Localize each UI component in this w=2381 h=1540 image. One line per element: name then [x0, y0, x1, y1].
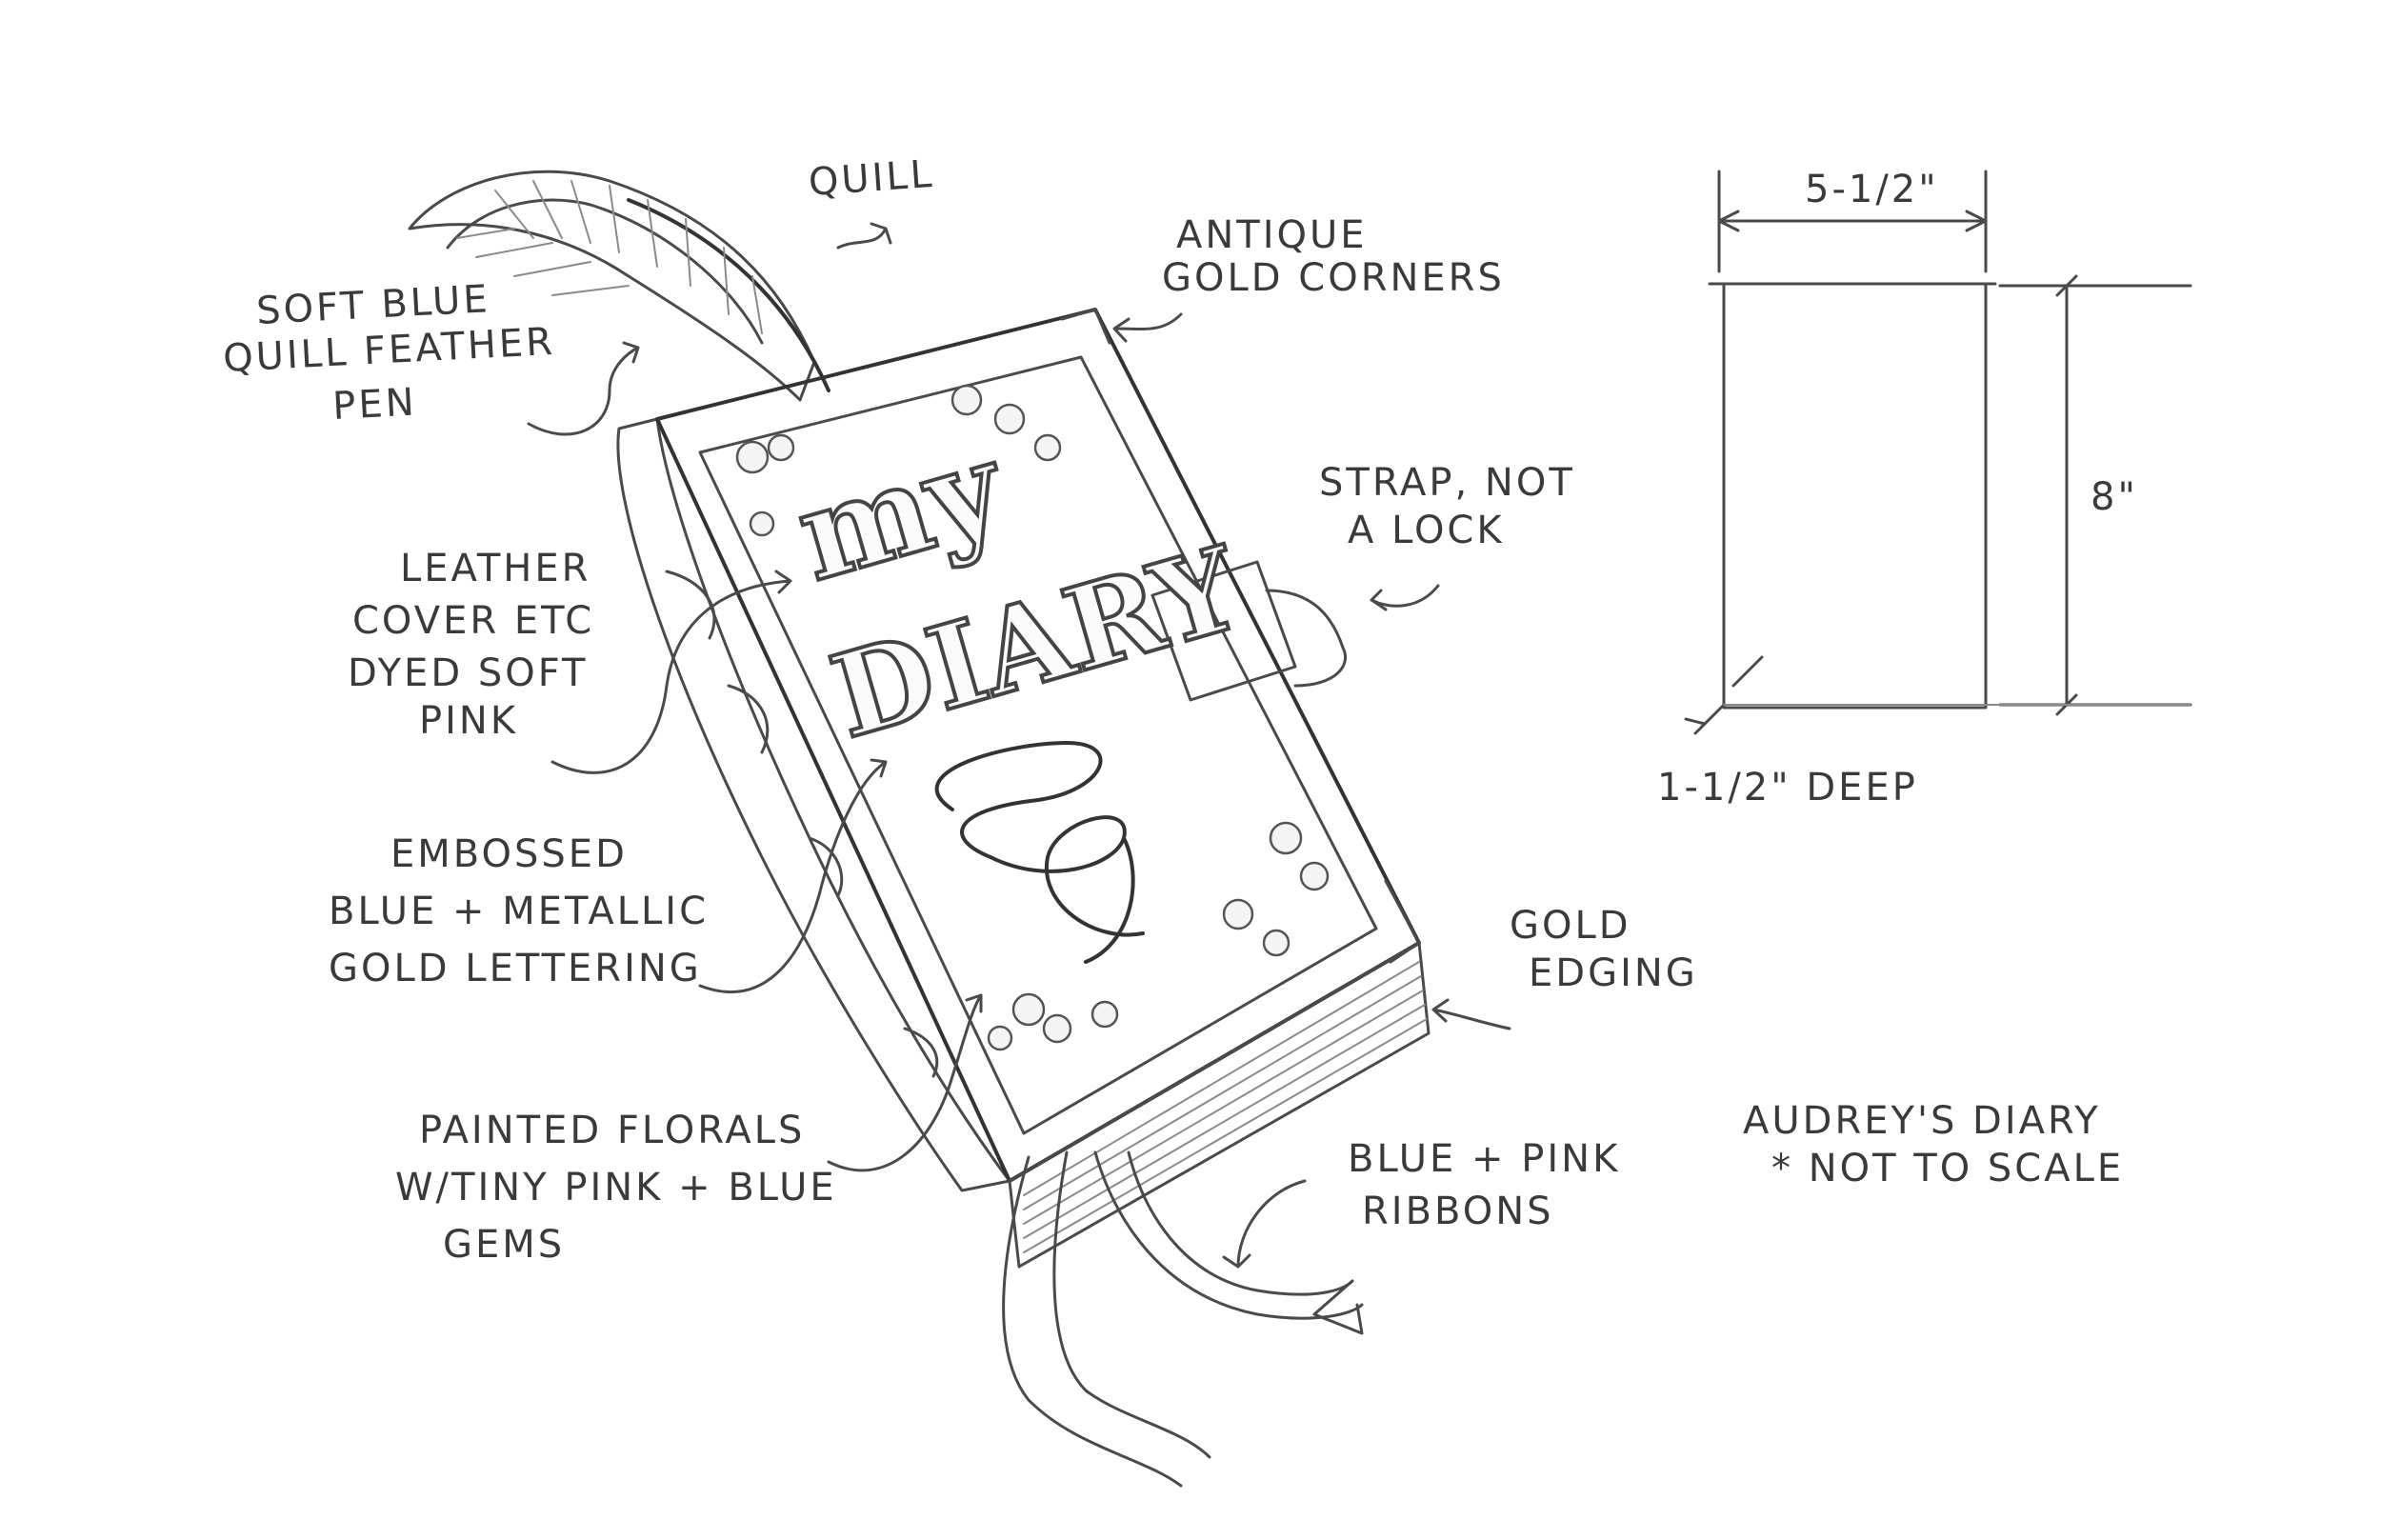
caption: Audrey's Diary * Not To Scale — [1743, 1099, 2124, 1190]
label-strap-1: Strap, Not — [1319, 461, 1575, 505]
label-ribbons-2: Ribbons — [1362, 1190, 1554, 1233]
label-gold-edging-1: Gold — [1510, 904, 1631, 948]
label-antique-2: Gold Corners — [1162, 256, 1505, 300]
label-florals-3: Gems — [443, 1223, 565, 1267]
label-strap-2: a Lock — [1348, 509, 1505, 552]
caption-title: Audrey's Diary — [1743, 1099, 2101, 1143]
dimension-height: 8" — [2091, 475, 2138, 519]
label-ribbons-1: Blue + Pink — [1348, 1137, 1620, 1181]
dimension-labels: 5-1/2" 8" 1-1/2" Deep — [1657, 168, 2138, 810]
label-leather-4: Pink — [419, 699, 518, 743]
label-florals-1: Painted Florals — [419, 1109, 805, 1152]
label-embossed-1: Embossed — [390, 832, 628, 876]
label-quill: Quill — [807, 152, 935, 205]
quill-feather-drawing — [408, 170, 830, 402]
label-embossed-3: Gold Lettering — [329, 947, 702, 990]
callout-labels: Quill Antique Gold Corners Soft Blue Qui… — [222, 152, 1698, 1267]
label-leather-1: Leather — [400, 547, 590, 590]
label-soft-blue-3: Pen — [331, 380, 418, 429]
label-leather-2: Cover etc — [352, 599, 594, 643]
painted-florals — [735, 384, 1330, 1051]
caption-note: * Not To Scale — [1771, 1147, 2124, 1190]
cover-title-my: my — [782, 412, 1020, 610]
callout-leaders — [527, 222, 1511, 1269]
label-florals-2: w/Tiny Pink + Blue — [395, 1166, 837, 1210]
label-leather-3: Dyed Soft — [348, 651, 588, 695]
label-gold-edging-2: Edging — [1529, 951, 1698, 995]
dimension-depth: 1-1/2" Deep — [1657, 766, 1918, 810]
ribbons-drawing — [1002, 1150, 1364, 1488]
label-embossed-2: Blue + Metallic — [329, 890, 709, 933]
label-antique-1: Antique — [1176, 213, 1368, 257]
dimension-diagram — [1684, 170, 2192, 735]
dimension-width: 5-1/2" — [1805, 168, 1939, 211]
diary-book-drawing — [616, 308, 1431, 1488]
